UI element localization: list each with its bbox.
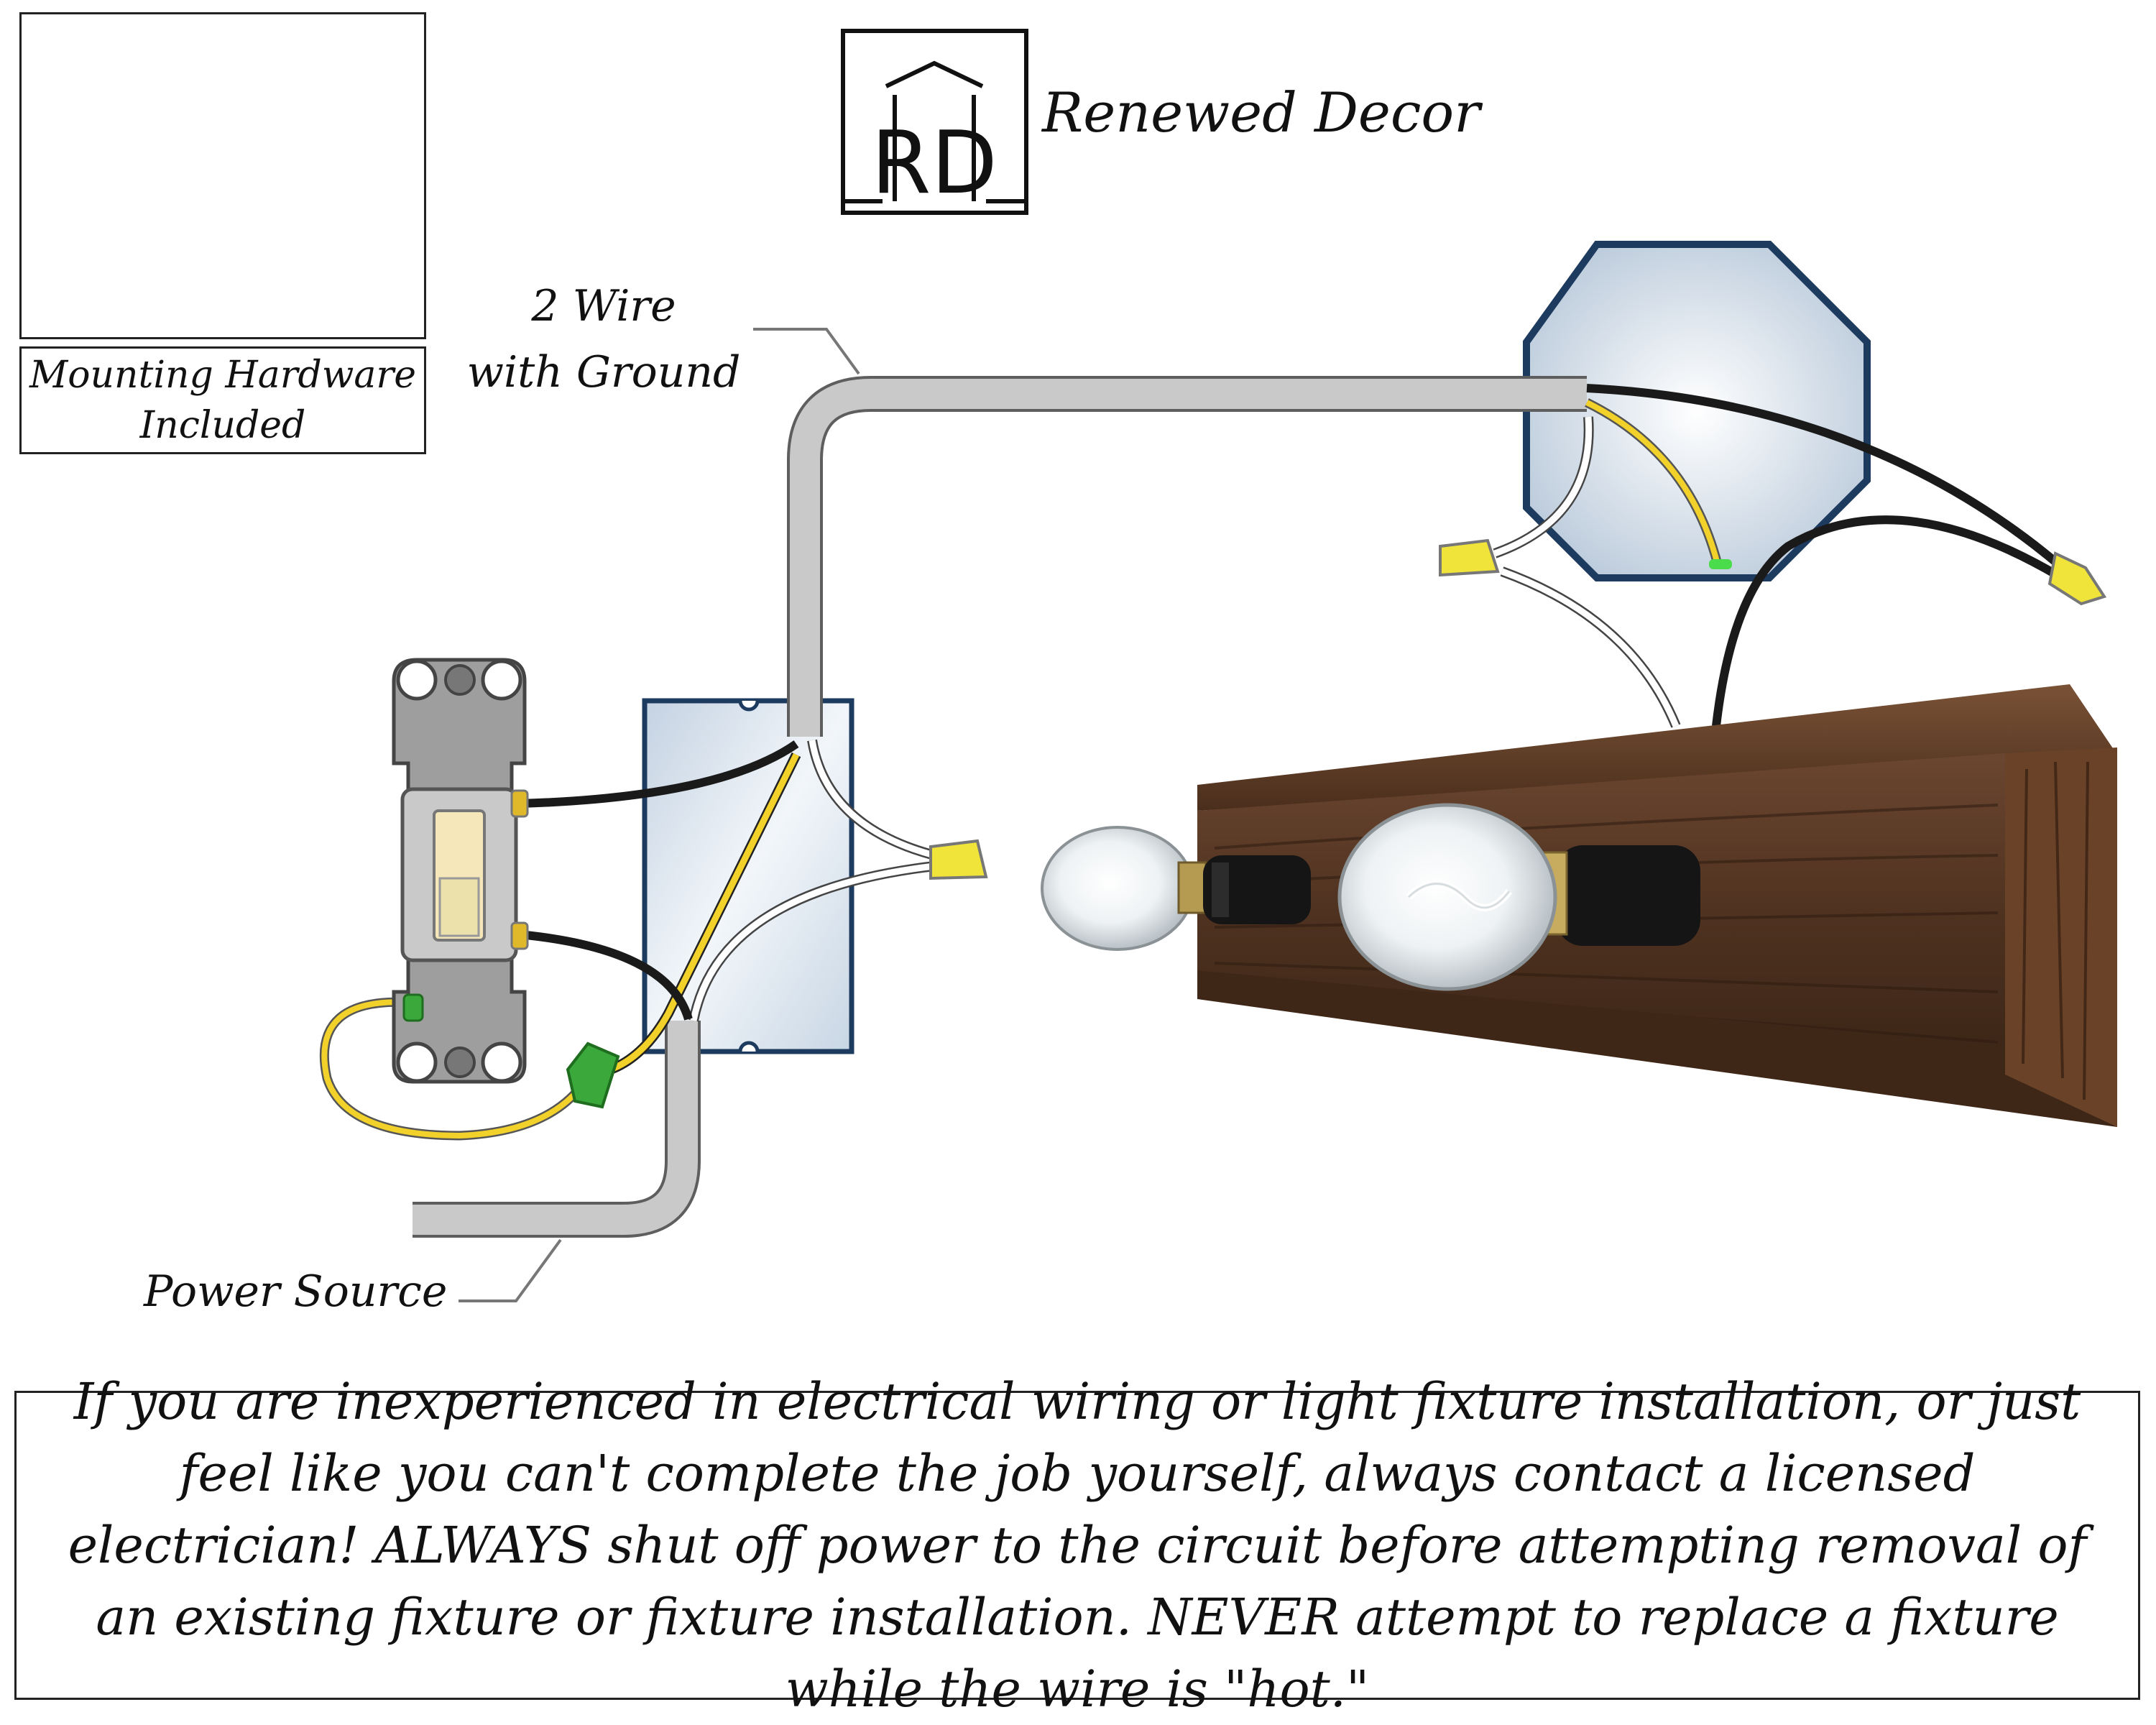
bulb-right [1337,803,1700,991]
hot-wire-load [518,930,693,1021]
cable-label: 2 Wire with Ground [466,281,741,397]
switch-terminal-top [510,789,529,818]
fixture-top-edge [1197,684,2117,811]
hardware-caption: Mounting Hardware Included [29,354,416,447]
switch-ground-screw [402,993,424,1022]
fixture-neutral-lead [1500,566,1681,728]
power-leader-line [459,1238,562,1302]
warning-text: If you are inexperienced in electrical w… [68,1372,2087,1719]
light-switch [392,658,529,1084]
power-source-label: Power Source [144,1266,448,1317]
wire-nut-neutral [929,839,988,880]
fixture-bottom-edge [1197,970,2117,1127]
brand-name: Renewed Decor [1042,80,1480,144]
switch-box-wires [319,739,988,1141]
ground-wire-nut [566,1041,620,1109]
bulb-left [1041,826,1311,951]
wire-nut-hot-ceiling [2047,551,2107,606]
cable-run-top [787,376,1587,737]
ceiling-hot-wire [1586,384,2065,571]
warning-box: If you are inexperienced in electrical w… [14,1372,2140,1719]
brand-logo-icon: RD [841,29,1028,215]
hardware-photo-frame [19,12,426,339]
logo-letters: RD [871,114,998,213]
socket-left [1203,855,1311,924]
socket-right [1557,845,1700,946]
wire-nut-neutral-ceiling [1439,538,1500,577]
cable-leader-line [753,328,860,375]
fixture-hot-lead [1712,515,2060,727]
hot-wire-line [518,740,799,808]
cable-run-power-source [413,1021,701,1238]
fixture-end-cap [2005,748,2117,1127]
switch-terminal-bottom [510,921,529,950]
hardware-caption-box: Mounting Hardware Included [19,346,426,454]
ceiling-box-wires [1439,384,2107,728]
